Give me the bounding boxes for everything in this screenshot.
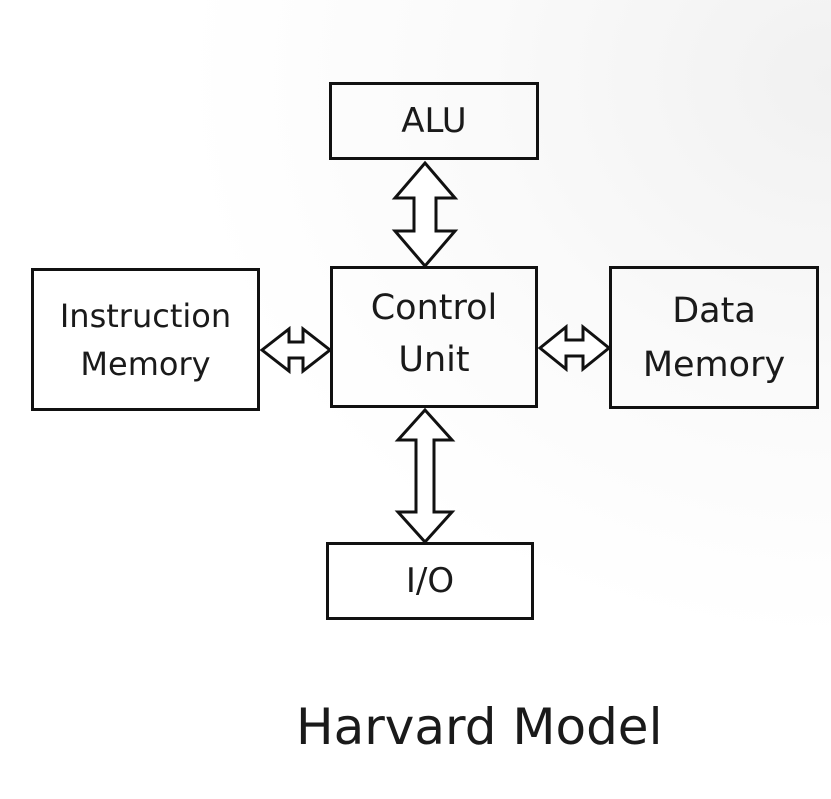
data-memory-label-line2: Memory bbox=[642, 344, 786, 385]
control-unit-label-line1: Control bbox=[370, 288, 498, 328]
control-dmem-double-arrow bbox=[537, 323, 612, 373]
instruction-memory-label-line1: Instruction bbox=[59, 296, 232, 335]
control-unit-label-line2: Unit bbox=[398, 340, 470, 380]
io-label: I/O bbox=[405, 561, 455, 601]
io-box: I/O bbox=[326, 542, 534, 620]
control-alu-double-arrow bbox=[391, 160, 459, 269]
data-memory-label-line1: Data bbox=[672, 290, 756, 331]
instruction-memory-label-line2: Memory bbox=[80, 344, 211, 383]
instruction-memory-box: Instruction Memory bbox=[31, 268, 260, 411]
imem-control-double-arrow bbox=[259, 325, 333, 375]
alu-label: ALU bbox=[401, 101, 467, 141]
alu-box: ALU bbox=[329, 82, 539, 160]
diagram-title: Harvard Model bbox=[296, 698, 663, 756]
control-unit-box: Control Unit bbox=[330, 266, 538, 408]
control-io-double-arrow bbox=[394, 407, 456, 545]
data-memory-box: Data Memory bbox=[609, 266, 819, 409]
